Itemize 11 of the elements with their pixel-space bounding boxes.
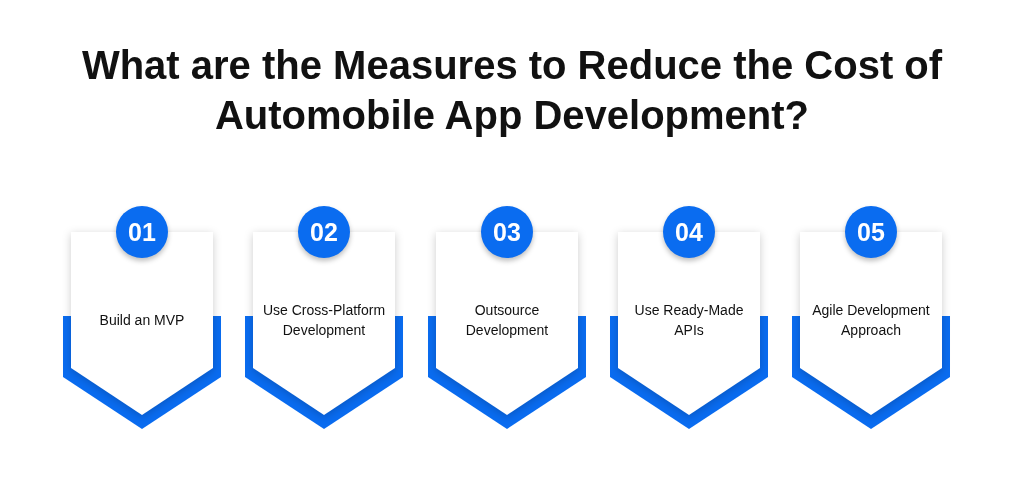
step-number: 05 [845, 206, 897, 258]
step-label: Use Cross-Platform Development [261, 301, 387, 340]
step-label: Agile Development Approach [811, 301, 931, 340]
step-number: 04 [663, 206, 715, 258]
step-number: 02 [298, 206, 350, 258]
step-label: Use Ready-Made APIs [633, 301, 745, 340]
step-number: 03 [481, 206, 533, 258]
step-number: 01 [116, 206, 168, 258]
title: What are the Measures to Reduce the Cost of Automobile App Development? [80, 42, 944, 139]
step-label: Outsource Development [464, 301, 550, 340]
step-label: Build an MVP [99, 311, 185, 330]
